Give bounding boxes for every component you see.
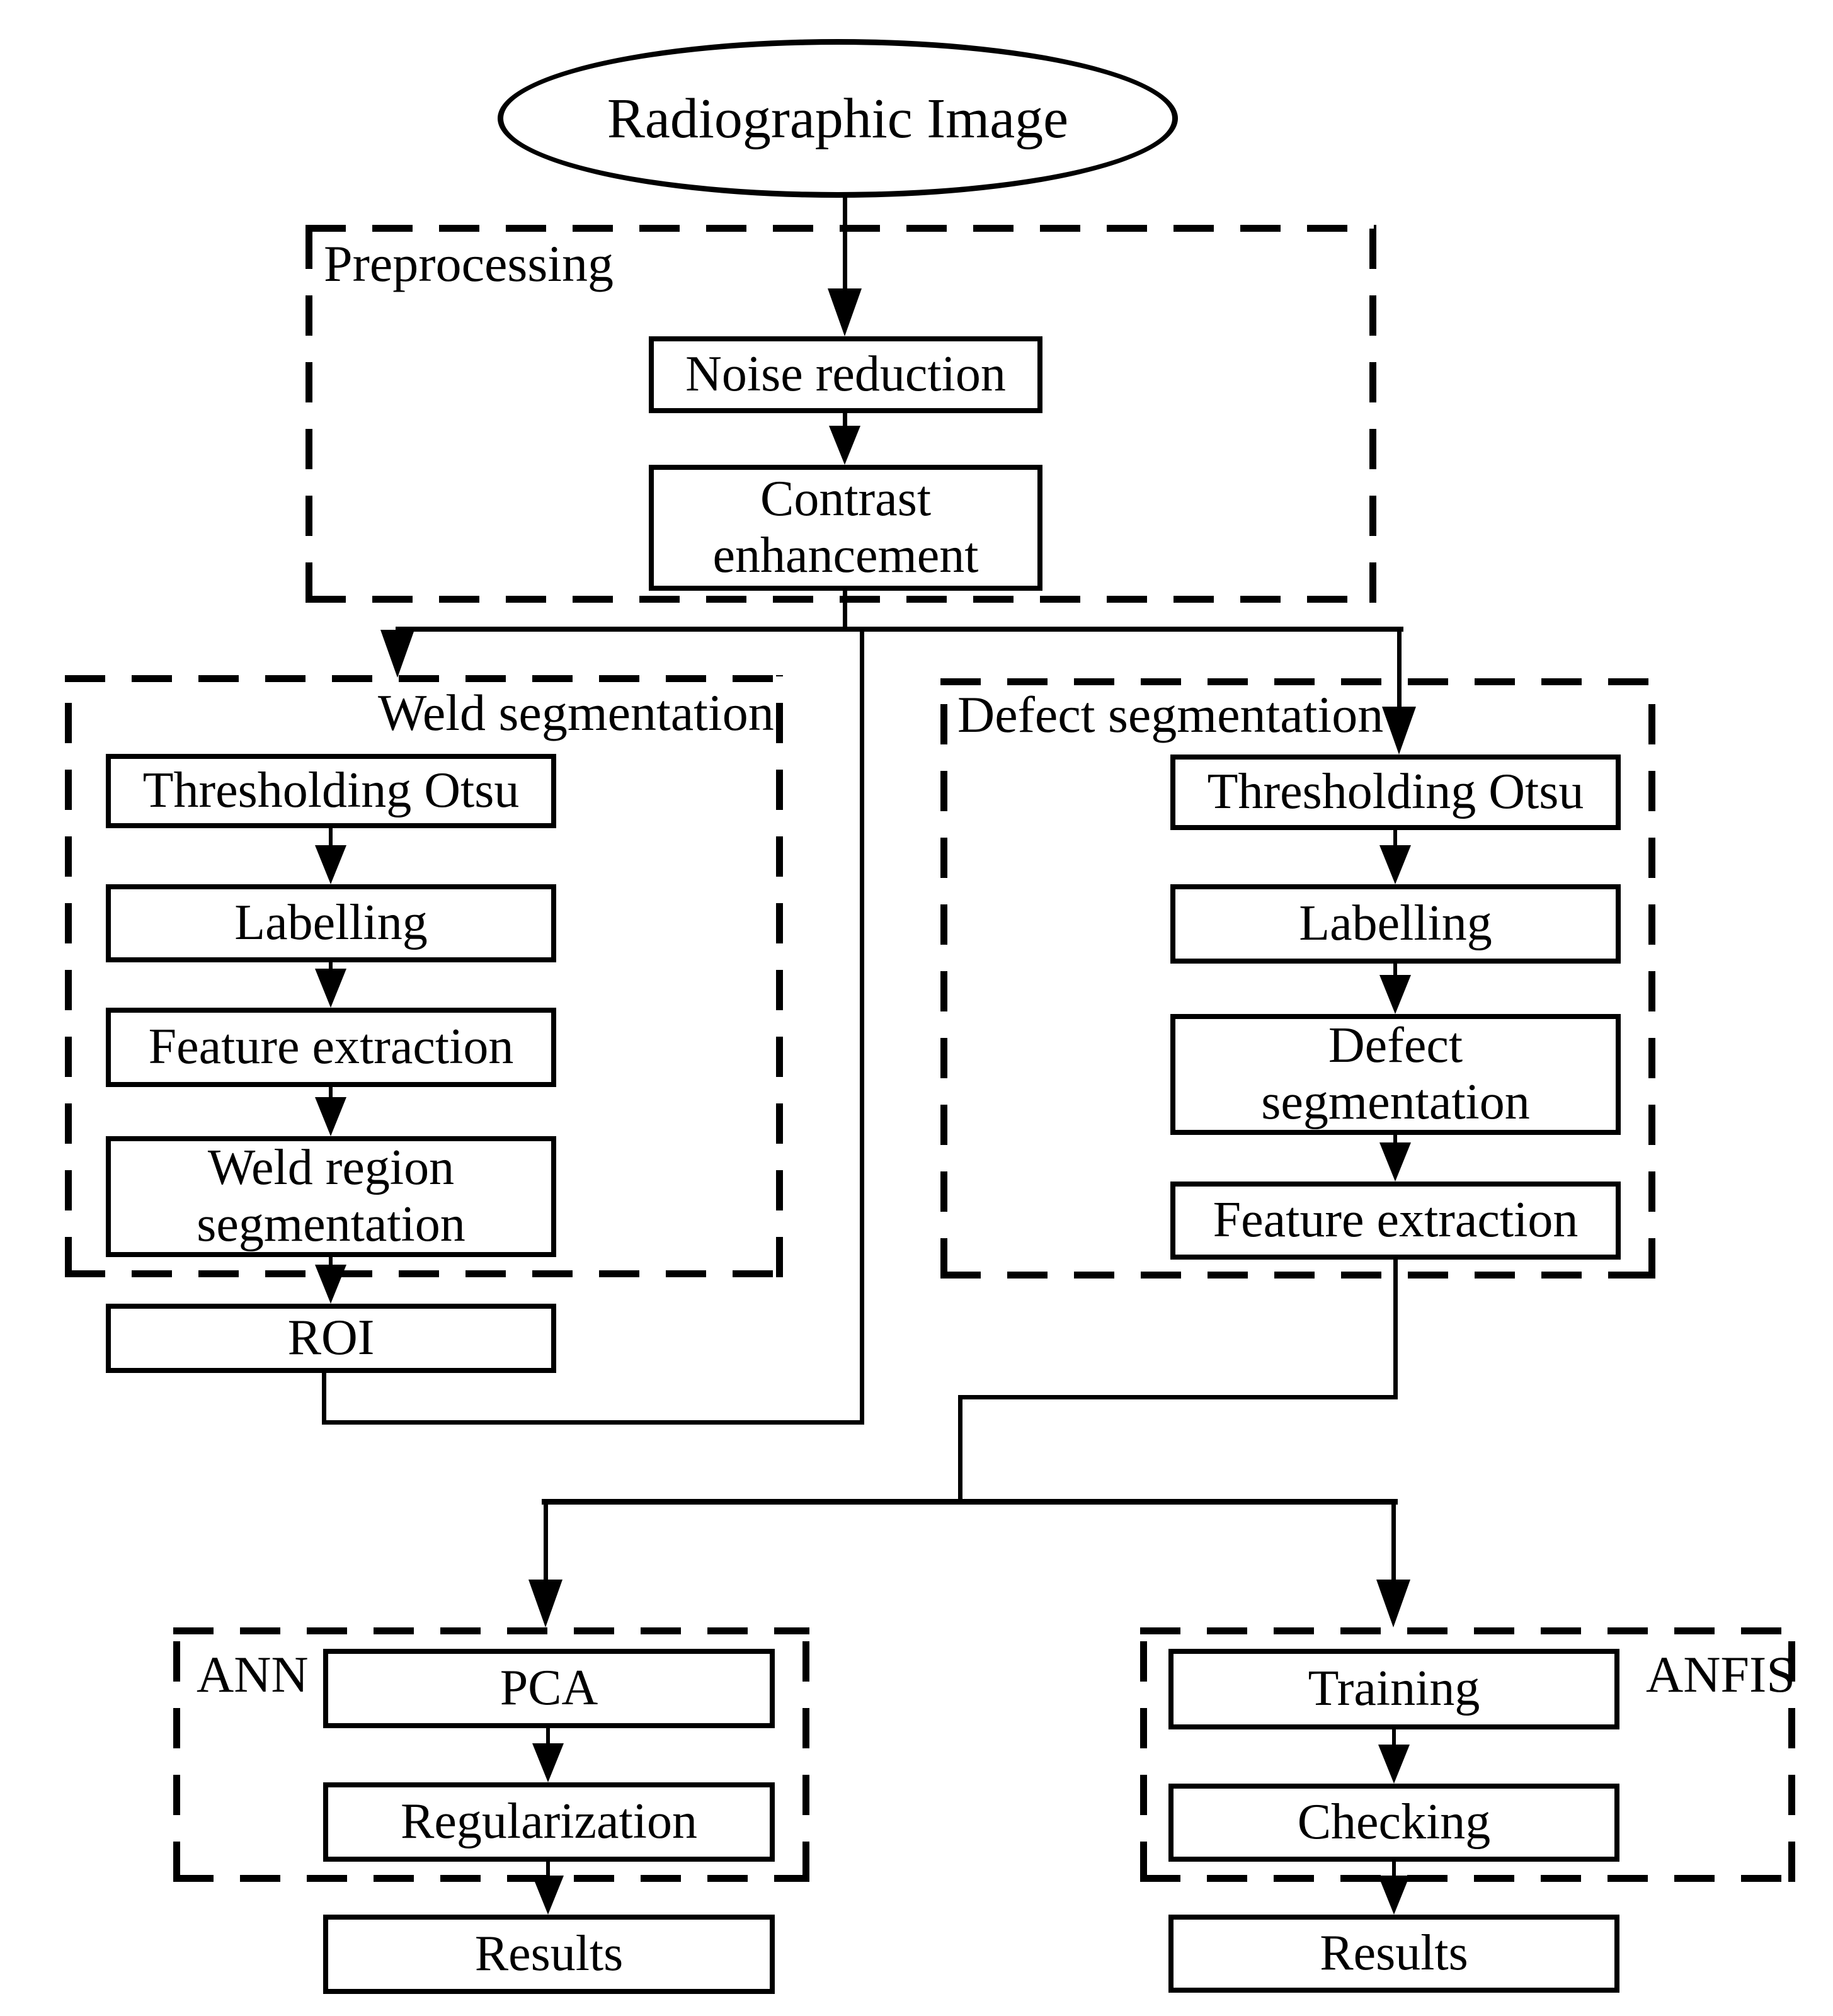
weld-segmentation-label: Weld segmentation [378, 684, 774, 741]
contrast-enhancement-node: Contrast enhancement [649, 465, 1042, 591]
arrowhead-icon [1379, 1142, 1411, 1182]
arrowhead-icon [829, 426, 860, 465]
weld-labelling-label: Labelling [234, 895, 428, 951]
preprocessing-label: Preprocessing [324, 235, 614, 292]
connector-contrast-to-branch [843, 591, 847, 631]
arrowhead-icon [528, 1580, 562, 1627]
arrowhead-icon [315, 1097, 346, 1136]
connector-roi-out-vertical [322, 1373, 326, 1425]
connector-checking-to-results [1392, 1862, 1396, 1878]
arrowhead-icon [532, 1876, 564, 1915]
anfis-label: ANFIS [1646, 1646, 1795, 1703]
weld-region-segmentation-label: Weld region segmentation [197, 1140, 465, 1252]
connector-defect-out-horizontal [958, 1395, 1398, 1399]
regularization-node: Regularization [323, 1782, 775, 1862]
contrast-enhancement-label: Contrast enhancement [712, 471, 979, 583]
arrowhead-icon [1379, 845, 1411, 884]
connector-merge-to-anfis [1391, 1505, 1396, 1581]
weld-region-segmentation-node: Weld region segmentation [106, 1136, 556, 1257]
defect-thresholding-otsu-node: Thresholding Otsu [1170, 755, 1621, 830]
roi-label: ROI [287, 1310, 375, 1366]
connector-weld-3-4 [329, 1087, 333, 1101]
defect-labelling-node: Labelling [1170, 884, 1621, 964]
connector-branch-to-defect [1397, 630, 1402, 710]
ann-results-label: Results [474, 1926, 624, 1982]
arrowhead-icon [1376, 1580, 1410, 1627]
connector-defect-3-4 [1393, 1135, 1397, 1146]
roi-node: ROI [106, 1304, 556, 1373]
ann-results-node: Results [323, 1915, 775, 1994]
weld-thresholding-otsu-label: Thresholding Otsu [142, 763, 520, 819]
weld-labelling-node: Labelling [106, 884, 556, 962]
connector-roi-to-defect-branch [860, 630, 864, 1425]
weld-feature-extraction-label: Feature extraction [148, 1019, 514, 1075]
arrowhead-icon [380, 630, 414, 678]
connector-merge-jog-vertical [958, 1395, 962, 1503]
pca-node: PCA [323, 1649, 775, 1728]
pca-label: PCA [500, 1660, 598, 1716]
defect-thresholding-otsu-label: Thresholding Otsu [1207, 764, 1584, 820]
connector-merge-to-ann [544, 1505, 548, 1581]
defect-segmentation-node-label: Defect segmentation [1261, 1018, 1530, 1130]
connector-pca-to-regularization [546, 1728, 550, 1746]
training-node: Training [1168, 1649, 1619, 1729]
noise-reduction-node: Noise reduction [649, 336, 1042, 413]
connector-regularization-to-results [546, 1862, 550, 1878]
regularization-label: Regularization [401, 1794, 697, 1850]
defect-segmentation-label: Defect segmentation [957, 686, 1384, 743]
arrowhead-icon [1378, 1876, 1410, 1915]
weld-thresholding-otsu-node: Thresholding Otsu [106, 754, 556, 828]
defect-segmentation-node: Defect segmentation [1170, 1014, 1621, 1135]
start-ellipse: Radiographic Image [498, 39, 1178, 198]
arrowhead-icon [1379, 975, 1411, 1014]
start-label: Radiographic Image [607, 87, 1069, 150]
connector-merge-horizontal [542, 1499, 1398, 1505]
arrowhead-icon [315, 969, 346, 1008]
weld-feature-extraction-node: Feature extraction [106, 1008, 556, 1087]
connector-defect-2-3 [1393, 964, 1397, 979]
connector-roi-out-horizontal [322, 1420, 864, 1425]
connector-weld-1-2 [329, 828, 333, 850]
noise-reduction-label: Noise reduction [685, 346, 1006, 402]
checking-node: Checking [1168, 1784, 1619, 1862]
anfis-results-label: Results [1320, 1925, 1468, 1981]
arrowhead-icon [315, 845, 346, 884]
connector-weld-to-roi [329, 1257, 333, 1268]
connector-training-to-checking [1392, 1729, 1396, 1746]
connector-defect-out-vertical [1393, 1260, 1398, 1399]
connector-noise-to-contrast [843, 413, 847, 432]
ann-label: ANN [197, 1646, 309, 1703]
connector-branch-horizontal [396, 627, 1403, 632]
defect-feature-extraction-label: Feature extraction [1213, 1192, 1579, 1248]
arrowhead-icon [532, 1743, 564, 1782]
defect-feature-extraction-node: Feature extraction [1170, 1182, 1621, 1260]
anfis-results-node: Results [1168, 1915, 1619, 1993]
arrowhead-icon [1378, 1745, 1410, 1784]
defect-labelling-label: Labelling [1299, 896, 1492, 952]
checking-label: Checking [1297, 1794, 1491, 1850]
arrowhead-icon [315, 1265, 346, 1304]
training-label: Training [1308, 1661, 1480, 1717]
connector-defect-1-2 [1393, 830, 1397, 850]
